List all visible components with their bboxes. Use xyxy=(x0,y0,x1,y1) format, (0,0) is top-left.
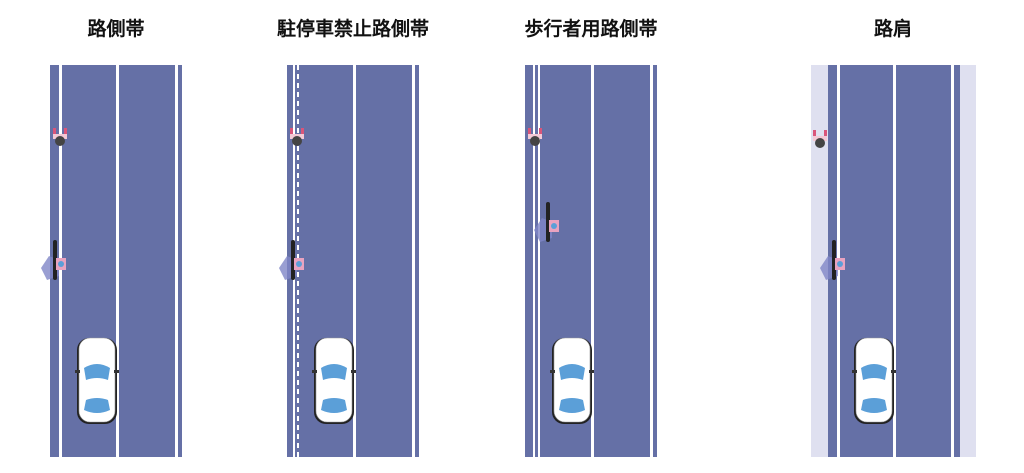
panel-title-roadside-strip: 路側帯 xyxy=(87,18,145,40)
edge-line xyxy=(175,65,178,457)
panel-title-pedestrian-roadside-strip: 歩行者用路側帯 xyxy=(524,18,658,40)
double-line-outer xyxy=(533,65,535,457)
road-panel-roadside-strip xyxy=(41,65,182,457)
car-icon xyxy=(311,337,357,425)
car-icon xyxy=(74,337,120,425)
edge-line xyxy=(951,65,954,457)
panel-title-no-parking-roadside-strip: 駐停車禁止路側帯 xyxy=(276,18,429,40)
double-line-inner xyxy=(538,65,540,457)
center-line xyxy=(353,65,356,457)
panel-title-road-shoulder: 路肩 xyxy=(873,18,912,40)
road-panel-no-parking-roadside-strip xyxy=(279,65,419,457)
edge-line xyxy=(412,65,415,457)
road-panel-pedestrian-roadside-strip xyxy=(525,65,657,457)
edge-line xyxy=(650,65,653,457)
road-panel-road-shoulder xyxy=(811,65,976,457)
center-line xyxy=(116,65,119,457)
center-line xyxy=(591,65,594,457)
car-icon xyxy=(549,337,595,425)
center-line xyxy=(893,65,896,457)
car-icon xyxy=(851,337,897,425)
